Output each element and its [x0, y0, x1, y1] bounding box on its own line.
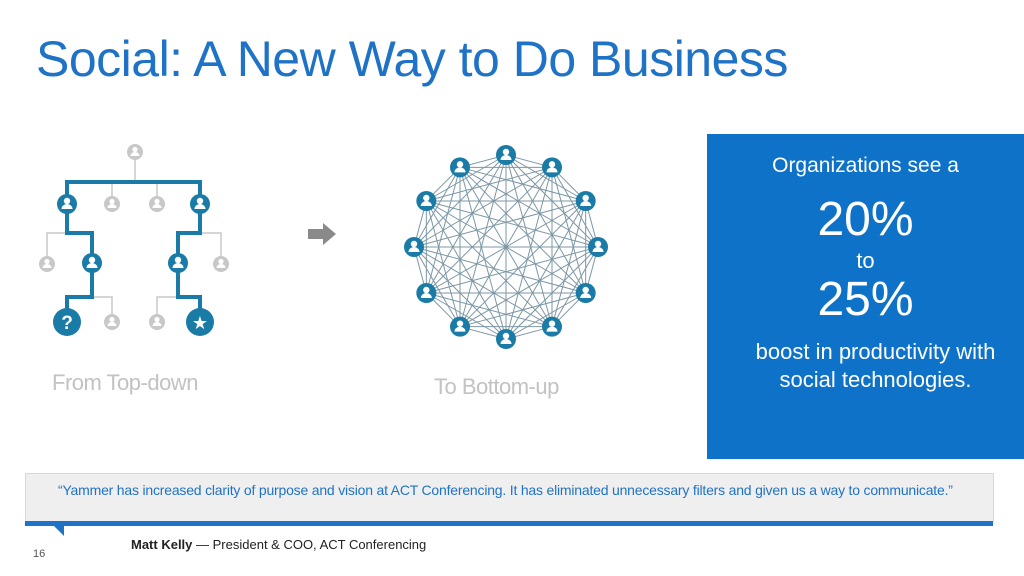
network-link — [413, 246, 586, 294]
page-number: 16 — [33, 548, 46, 560]
person-icon — [542, 316, 562, 337]
testimonial-quote: “Yammer has increased clarity of purpose… — [25, 473, 994, 522]
network-link — [413, 246, 553, 328]
stat-to: to — [856, 248, 875, 273]
network-link — [425, 167, 461, 294]
quote-text: “Yammer has increased clarity of purpose… — [58, 482, 953, 498]
person-icon — [149, 314, 165, 330]
person-icon — [149, 196, 165, 212]
person-icon — [82, 253, 102, 273]
attribution-role: — President & COO, ACT Conferencing — [192, 537, 427, 552]
speech-tail-icon — [52, 524, 64, 536]
arrow-right-icon — [308, 223, 336, 245]
tree-connectors — [46, 154, 222, 316]
question-icon: ? — [53, 308, 81, 336]
network-link — [413, 200, 586, 248]
person-icon — [213, 256, 229, 272]
network-link — [426, 292, 507, 340]
productivity-stat-panel: Organizations see a 20% to 25% boost in … — [707, 134, 1024, 459]
svg-text:?: ? — [61, 313, 73, 334]
person-icon — [450, 157, 470, 178]
stat-lead: Organizations see a — [772, 154, 959, 177]
network-link — [505, 154, 553, 327]
person-icon — [57, 194, 77, 214]
person-icon — [416, 283, 437, 303]
network-link — [459, 166, 599, 248]
slide-title: Social: A New Way to Do Business — [36, 31, 788, 87]
network-link — [425, 166, 553, 294]
network-link — [425, 200, 507, 340]
person-icon — [416, 191, 437, 211]
person-icon — [575, 191, 596, 211]
person-icon — [104, 196, 120, 212]
person-icon — [127, 144, 143, 160]
network-link — [459, 166, 587, 294]
person-icon — [450, 316, 470, 337]
attribution-name: Matt Kelly — [131, 537, 193, 552]
network-link — [426, 246, 599, 294]
quote-attribution: Matt Kelly — President & COO, ACT Confer… — [131, 537, 426, 552]
stat-tail: boost in productivity with social techno… — [755, 339, 996, 392]
top-down-org-chart: ? ★ — [39, 144, 229, 336]
network-link — [413, 167, 461, 248]
network-nodes — [404, 145, 608, 349]
star-icon: ★ — [186, 308, 214, 336]
network-connections — [413, 154, 599, 340]
person-icon — [404, 237, 424, 257]
person-icon — [104, 314, 120, 330]
svg-text:★: ★ — [192, 313, 208, 334]
person-icon — [542, 157, 562, 178]
network-link — [425, 200, 553, 328]
person-icon — [496, 329, 516, 349]
network-link — [425, 200, 461, 327]
person-icon — [496, 145, 516, 165]
stat-high-percent: 25% — [817, 273, 914, 326]
network-link — [459, 200, 587, 328]
stat-low-percent: 20% — [817, 193, 914, 246]
top-down-caption: From Top-down — [52, 370, 198, 395]
person-icon — [575, 283, 596, 303]
network-link — [459, 167, 507, 340]
network-link — [413, 246, 461, 327]
quote-underline — [25, 521, 993, 526]
network-link — [459, 166, 586, 202]
network-link — [426, 200, 599, 248]
person-icon — [39, 256, 55, 272]
person-icon — [190, 194, 210, 214]
network-link — [459, 154, 507, 327]
network-link — [459, 167, 553, 327]
network-link — [505, 167, 553, 340]
tree-nodes: ? ★ — [39, 144, 229, 336]
bottom-up-caption: To Bottom-up — [434, 374, 559, 399]
bottom-up-network — [404, 145, 608, 349]
person-icon — [588, 237, 608, 257]
person-icon — [168, 253, 188, 273]
